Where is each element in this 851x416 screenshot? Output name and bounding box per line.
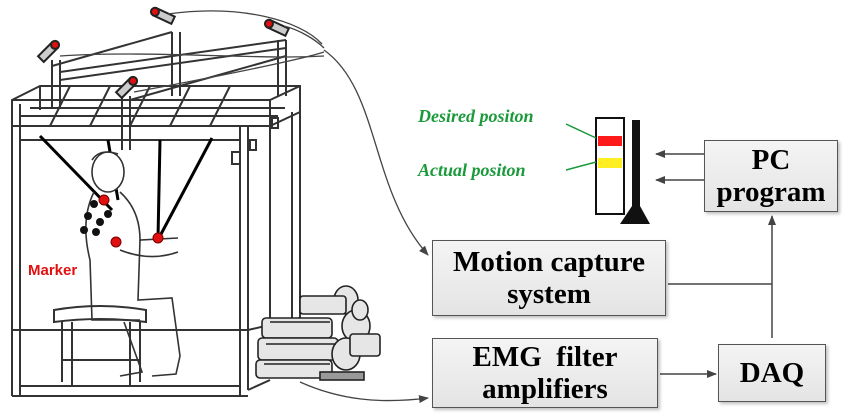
label-arrows [565,123,597,171]
emg-line1: EMG filter [472,341,618,373]
cables [38,134,214,239]
camera-wires [59,10,429,404]
marker-label: Marker [28,262,78,279]
frame [11,31,301,397]
monitor-icon [595,117,650,224]
daq-label: DAQ [739,357,805,389]
motor-units [255,285,381,381]
emg-amplifiers-box: EMG filter amplifiers [432,338,658,408]
connection-lines [655,150,776,378]
emg-line2: amplifiers [482,373,608,405]
person [85,151,181,377]
stool [53,305,147,386]
pc-program-line2: program [716,176,826,208]
pc-program-line1: PC [751,144,791,176]
desired-position-label: Desired positon [418,106,534,126]
body-markers [80,200,112,236]
motion-capture-line1: Motion capture [453,246,645,278]
motion-capture-line2: system [507,278,591,310]
red-markers [98,194,164,248]
daq-box: DAQ [718,344,826,402]
camera-icons [36,6,291,100]
pc-program-box: PC program [704,140,838,212]
actual-position-label: Actual positon [418,160,526,180]
motion-capture-box: Motion capture system [432,240,666,316]
